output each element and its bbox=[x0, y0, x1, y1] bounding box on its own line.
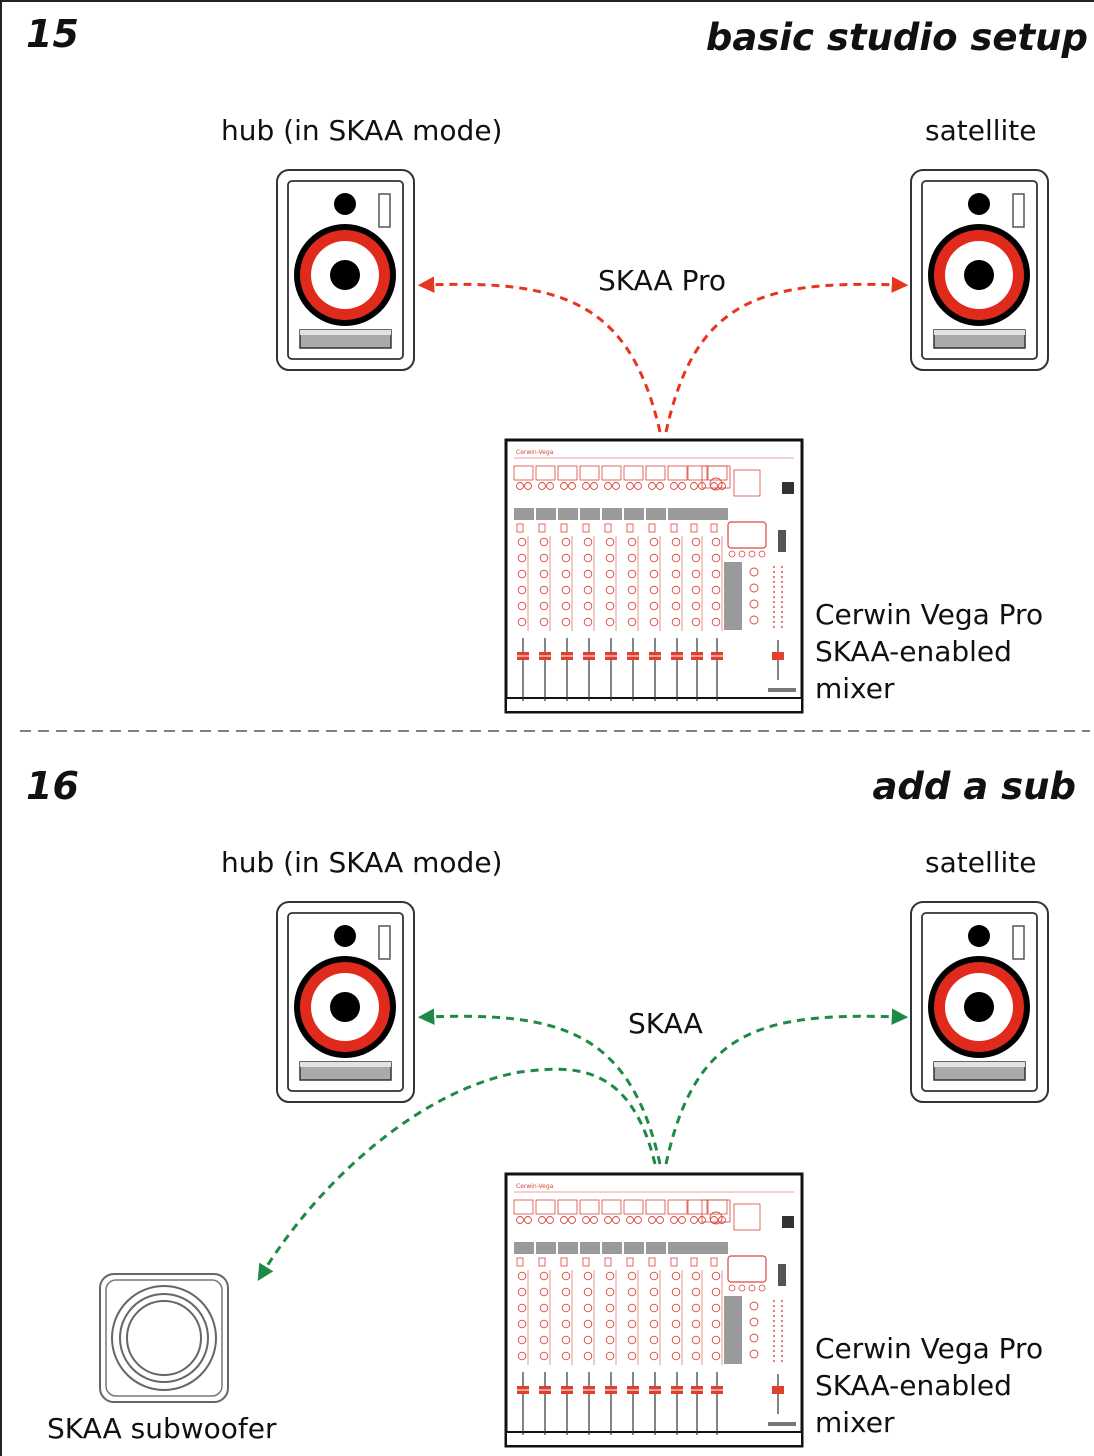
panel-16-subwoofer-label: SKAA subwoofer bbox=[47, 1412, 277, 1445]
satellite-speaker bbox=[910, 901, 1049, 1103]
hub-speaker bbox=[276, 169, 415, 371]
panel-15 bbox=[276, 169, 1049, 712]
panel-16-mixer-label: Cerwin Vega Pro SKAA-enabled mixer bbox=[815, 1330, 1043, 1441]
skaa-pro-link-right bbox=[664, 276, 909, 433]
mixer-label-line-1: Cerwin Vega Pro bbox=[815, 1332, 1044, 1365]
mixer-label-line-3: mixer bbox=[815, 672, 895, 705]
mixer-label-line-1: Cerwin Vega Pro bbox=[815, 598, 1044, 631]
panel-16-hub-label: hub (in SKAA mode) bbox=[221, 846, 503, 879]
panel-16-satellite-label: satellite bbox=[925, 846, 1037, 879]
panel-15-hub-label: hub (in SKAA mode) bbox=[221, 114, 503, 147]
skaa-link-right bbox=[664, 1008, 909, 1165]
panel-16 bbox=[99, 901, 1049, 1446]
panel-16-number: 16 bbox=[26, 764, 79, 808]
skaa-link-left bbox=[417, 1008, 662, 1165]
mixer-label-line-2: SKAA-enabled bbox=[815, 635, 1012, 668]
subwoofer-icon bbox=[99, 1273, 229, 1403]
mixer-label-line-3: mixer bbox=[815, 1406, 895, 1439]
panel-15-title: basic studio setup bbox=[705, 16, 1088, 59]
mixer-label-line-2: SKAA-enabled bbox=[815, 1369, 1012, 1402]
frame-left-border bbox=[0, 0, 2, 1456]
panel-16-link-label: SKAA bbox=[628, 1007, 703, 1040]
satellite-speaker bbox=[910, 169, 1049, 371]
frame-top-border bbox=[0, 0, 1094, 2]
skaa-pro-link-left bbox=[417, 276, 662, 433]
panel-15-mixer-label: Cerwin Vega Pro SKAA-enabled mixer bbox=[815, 596, 1043, 707]
panel-15-link-label: SKAA Pro bbox=[598, 264, 727, 297]
mixer-icon bbox=[506, 1174, 802, 1446]
panel-15-number: 15 bbox=[26, 12, 79, 56]
mixer-icon bbox=[506, 440, 802, 712]
skaa-link-sub bbox=[257, 1067, 657, 1282]
panel-16-title: add a sub bbox=[872, 765, 1076, 808]
hub-speaker bbox=[276, 901, 415, 1103]
panel-15-satellite-label: satellite bbox=[925, 114, 1037, 147]
